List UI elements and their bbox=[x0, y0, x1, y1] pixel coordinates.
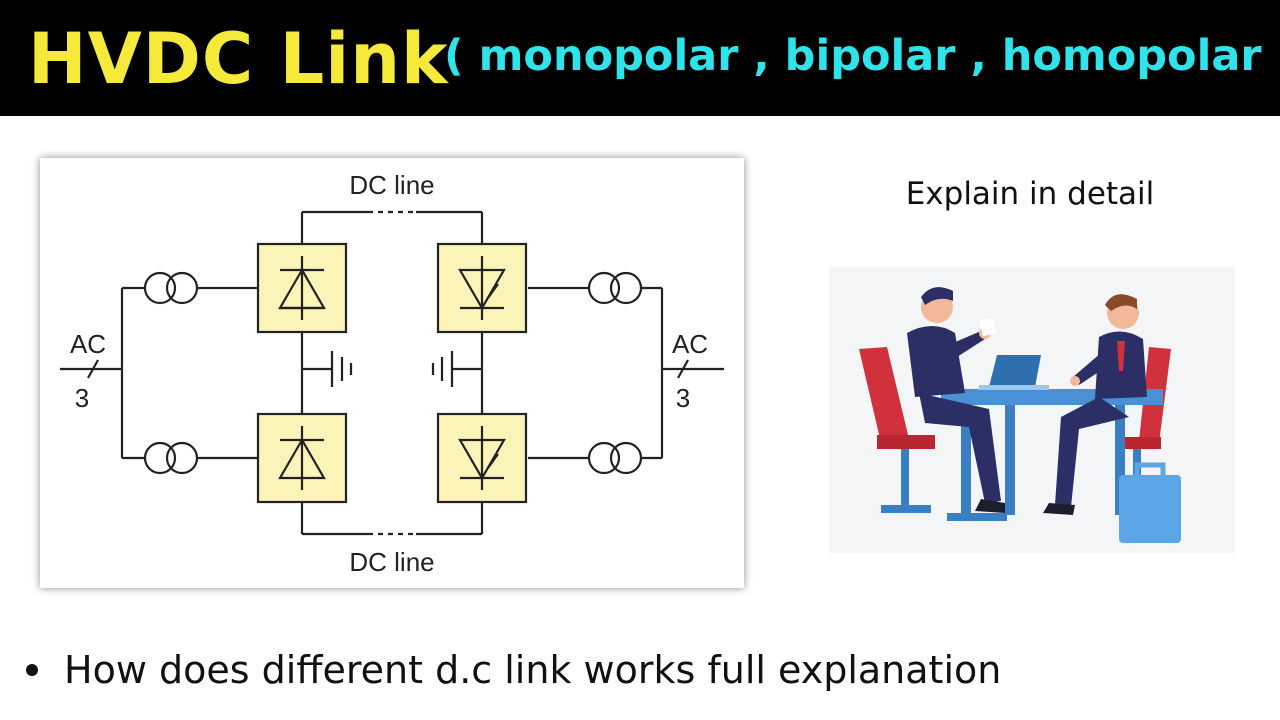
meeting-illustration-art bbox=[859, 287, 1181, 543]
transformer-left-bottom-a bbox=[143, 441, 177, 475]
inverter-top-right bbox=[436, 242, 528, 334]
dc-line-top-label: DC line bbox=[349, 170, 434, 200]
meeting-illustration bbox=[829, 267, 1235, 553]
rectifier-top-left bbox=[256, 242, 348, 334]
ac-left-phase-label: 3 bbox=[75, 383, 89, 413]
transformer-right-top-a bbox=[587, 271, 621, 305]
ac-right-phase-slash bbox=[677, 359, 689, 379]
ac-right-phase-label: 3 bbox=[676, 383, 690, 413]
bullet-list: How does different d.c link works full e… bbox=[26, 640, 1001, 700]
transformer-right-bottom-b bbox=[609, 441, 643, 475]
briefcase-icon bbox=[1119, 462, 1181, 543]
hvdc-diagram-card: DC line DC line AC 3 AC 3 bbox=[40, 158, 744, 588]
dc-line-bottom-label: DC line bbox=[349, 547, 434, 577]
header-bar: HVDC Link ( monopolar , bipolar , homopo… bbox=[0, 0, 1280, 116]
bullet-dot-icon bbox=[26, 664, 38, 676]
transformer-right-top-b bbox=[609, 271, 643, 305]
transformer-left-top-a bbox=[143, 271, 177, 305]
left-chair bbox=[859, 347, 935, 513]
page-title: HVDC Link bbox=[28, 18, 449, 100]
ac-left-phase-slash bbox=[87, 359, 99, 379]
transformer-left-top-b bbox=[165, 271, 199, 305]
page-subtitle: ( monopolar , bipolar , homopolar ) bbox=[444, 31, 1280, 81]
person-left bbox=[907, 287, 1005, 513]
laptop-icon bbox=[979, 355, 1049, 390]
person-right bbox=[1043, 294, 1147, 515]
hvdc-circuit-diagram: DC line DC line AC 3 AC 3 bbox=[60, 170, 724, 577]
bullet-item: How does different d.c link works full e… bbox=[64, 648, 1002, 692]
transformer-left-bottom-b bbox=[165, 441, 199, 475]
transformer-right-bottom-a bbox=[587, 441, 621, 475]
ac-right-label: AC bbox=[672, 329, 708, 359]
explain-caption: Explain in detail bbox=[905, 176, 1155, 212]
ac-left-label: AC bbox=[70, 329, 106, 359]
rectifier-bottom-left bbox=[256, 412, 348, 504]
inverter-bottom-right bbox=[436, 412, 528, 504]
